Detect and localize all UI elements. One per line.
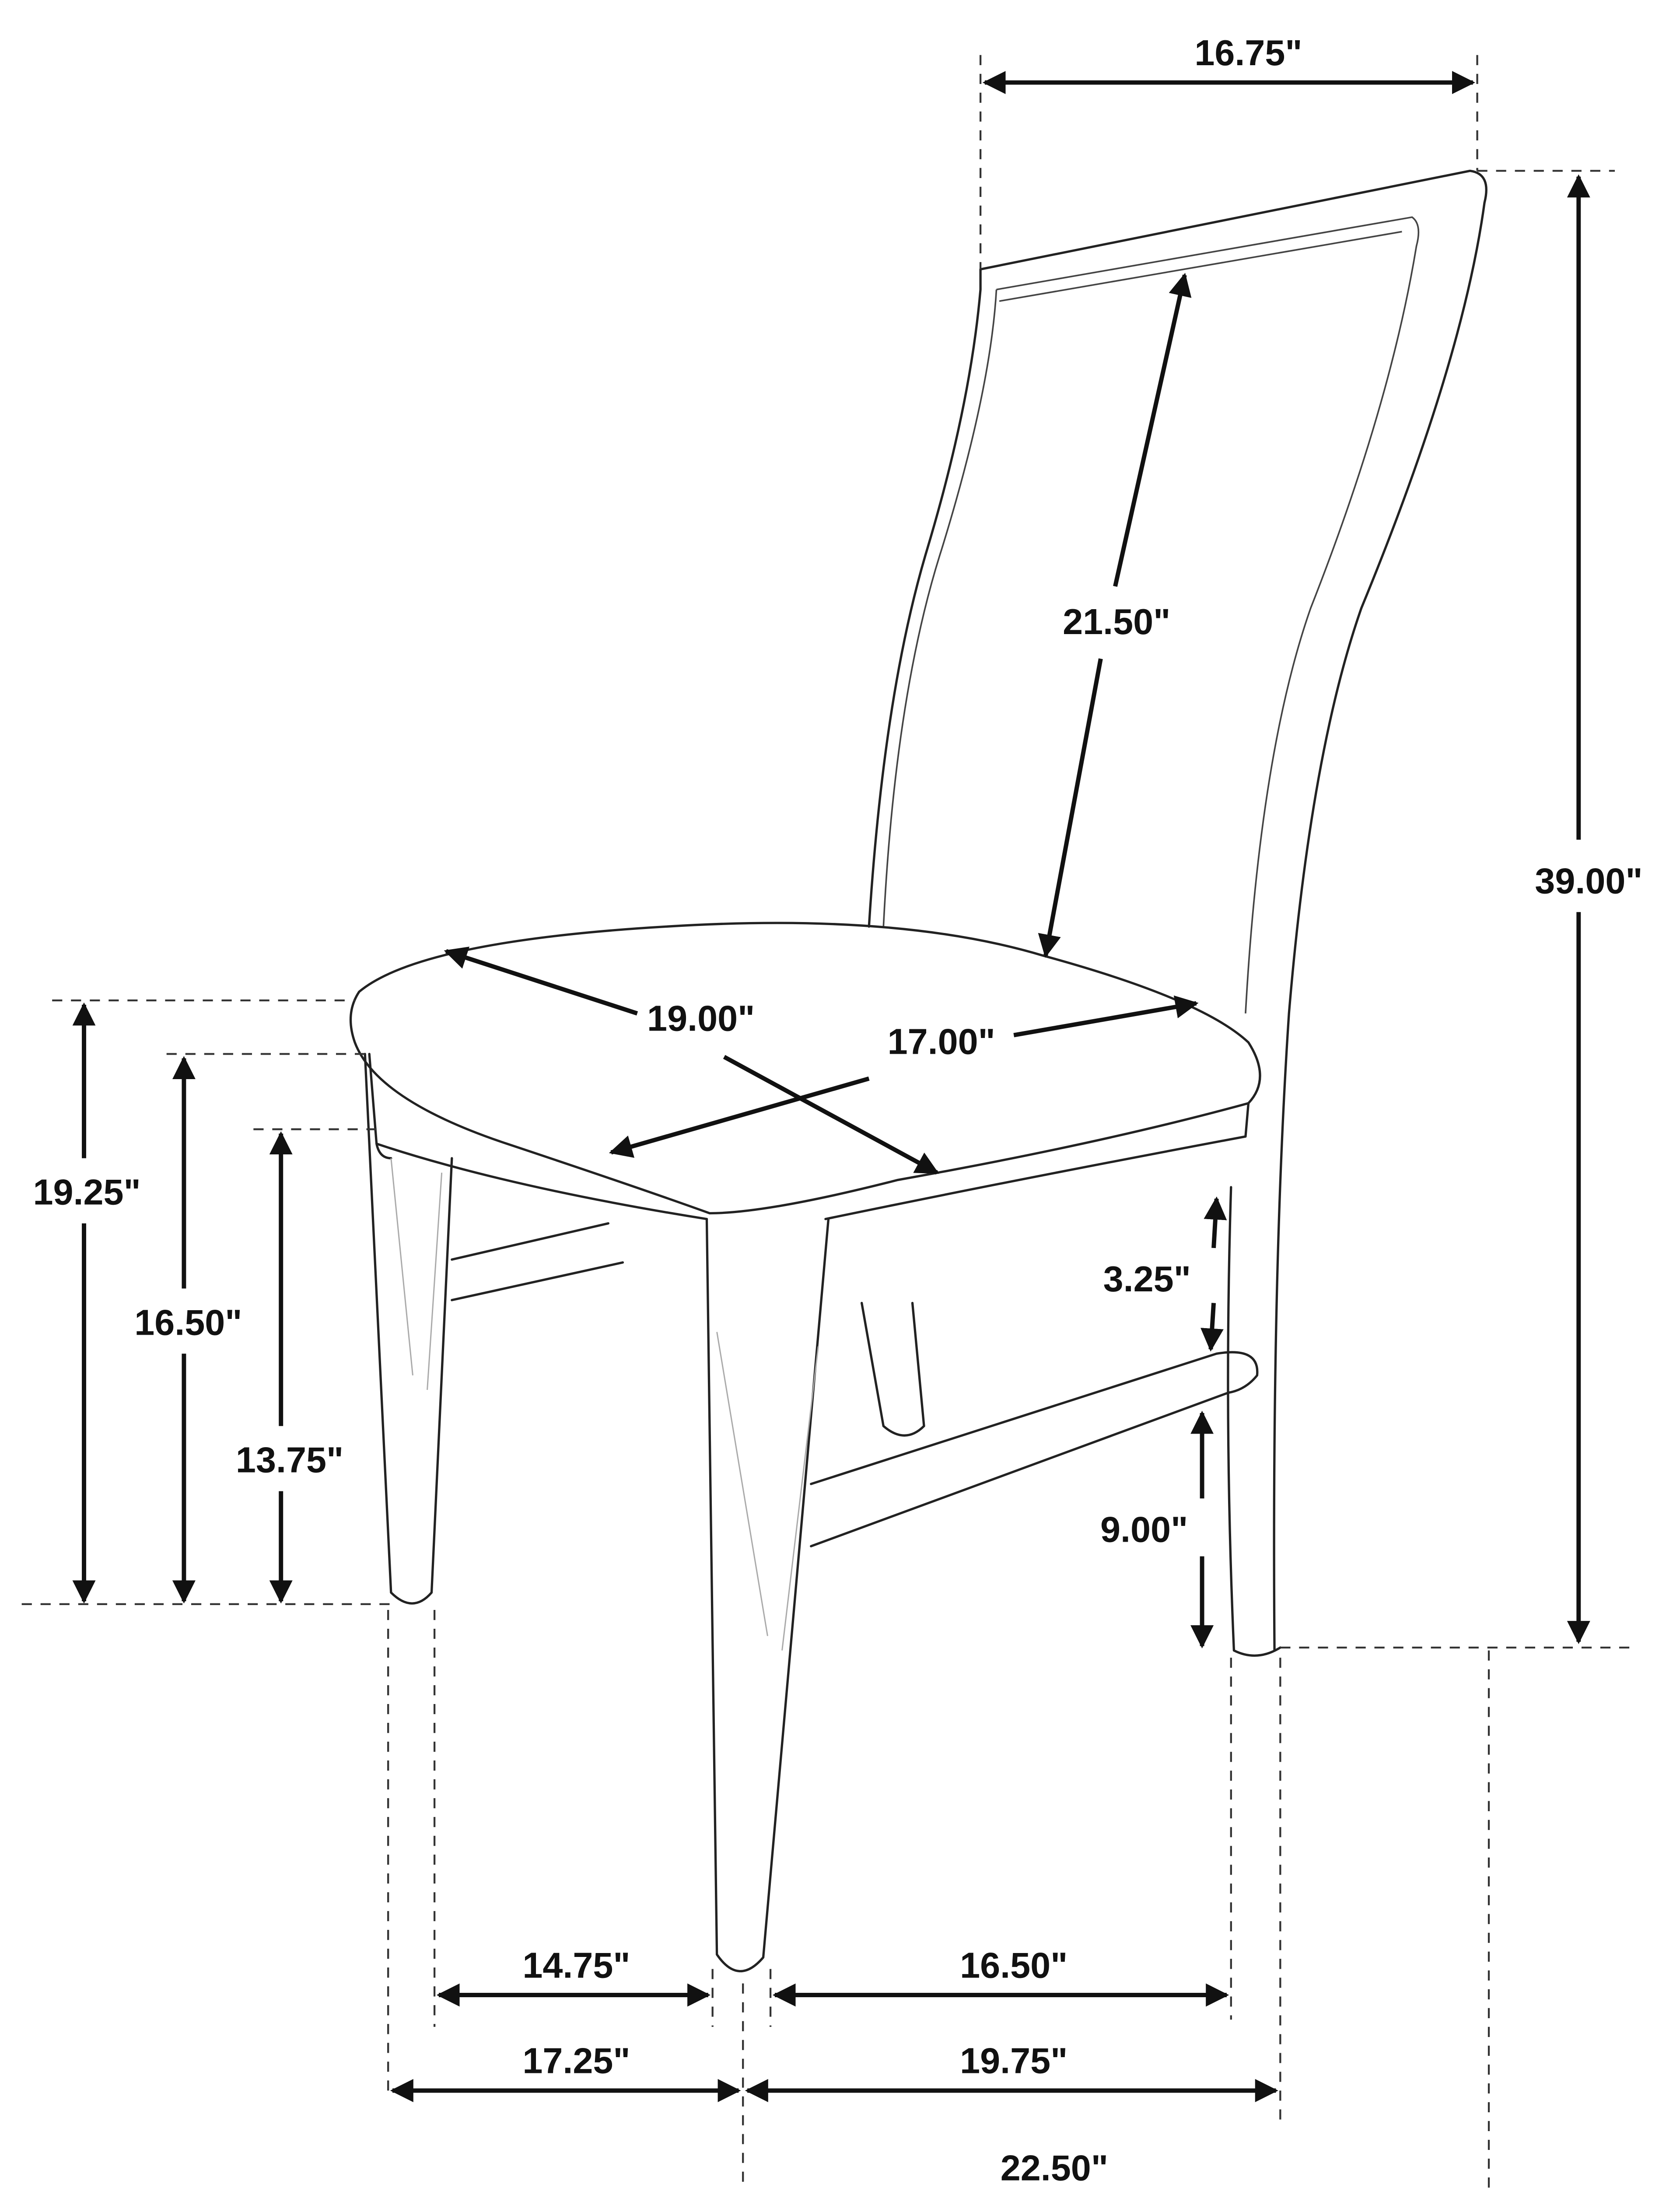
label-back-panel-height: 21.50": [1063, 601, 1170, 642]
extension-lines: [21, 55, 1630, 2188]
backrest-outer: [979, 169, 1488, 1652]
front-left-leg: [364, 1052, 453, 1605]
label-leg-span-outer-right: 19.75": [960, 2041, 1068, 2081]
front-right-leg: [705, 1218, 830, 1973]
label-stretcher-height: 9.00": [1100, 1509, 1188, 1550]
label-leg-span-inner-right: 16.50": [960, 1945, 1068, 1985]
chair-drawing: [349, 169, 1488, 1973]
label-overall-height: 39.00": [1535, 860, 1642, 901]
seat-top: [349, 922, 1261, 1215]
label-seat-height: 19.25": [33, 1172, 140, 1213]
label-seat-depth: 17.00": [888, 1021, 995, 1062]
label-seat-diagonal: 19.00": [647, 998, 755, 1039]
label-back-width: 16.75": [1194, 32, 1302, 73]
label-leg-span-outer-left: 17.25": [522, 2041, 630, 2081]
label-apron-bottom: 13.75": [236, 1440, 343, 1480]
dimension-labels: 16.75" 39.00" 21.50" 19.00" 17.00" 19.25…: [33, 32, 1642, 2188]
side-stretcher: [451, 1222, 624, 1301]
label-overall-depth: 22.50": [1001, 2148, 1108, 2188]
backrest-inner-panel: [996, 216, 1420, 1014]
front-stretcher: [810, 1351, 1259, 1548]
label-leg-span-inner-left: 14.75": [522, 1945, 630, 1985]
label-apron-to-stretcher: 3.25": [1103, 1259, 1191, 1299]
label-apron-bottom-front: 16.50": [134, 1302, 242, 1343]
dimension-arrows: [72, 71, 1590, 2102]
seat-apron: [368, 1052, 708, 1220]
